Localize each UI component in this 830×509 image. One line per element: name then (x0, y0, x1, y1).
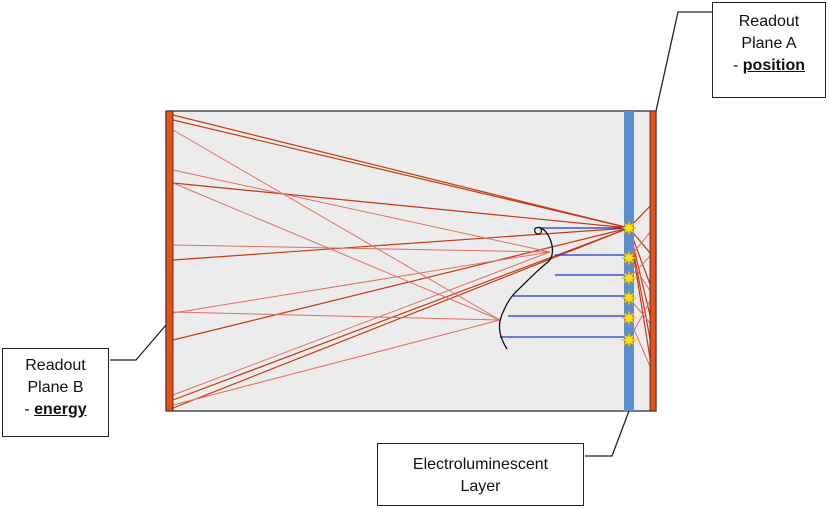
light-ray (172, 182, 630, 229)
label-readout-plane-b: Readout Plane B - energy (2, 348, 109, 437)
flash-mark (620, 309, 638, 327)
light-ray (172, 251, 551, 396)
flash-mark (620, 219, 638, 237)
light-ray (172, 227, 630, 261)
plane-a-line2: Plane A (741, 35, 797, 52)
light-ray (172, 119, 630, 229)
electroluminescence-flashes (620, 219, 638, 349)
plane-b-line1: Readout (25, 357, 86, 374)
label-readout-plane-a: Readout Plane A - position (712, 2, 826, 98)
gas-chamber (165, 110, 657, 412)
particle-track (498, 226, 554, 350)
light-ray (172, 227, 630, 401)
plane-a-line1: Readout (738, 13, 800, 30)
flash-mark (620, 289, 638, 307)
plane-a-prefix: - (733, 57, 743, 74)
readout-plane-a (649, 110, 657, 412)
leader-line-el-layer (585, 410, 630, 457)
leader-line-plane-b (110, 324, 167, 361)
light-ray (172, 311, 501, 321)
el-layer-line2: Layer (460, 478, 501, 495)
light-ray (172, 182, 501, 321)
readout-plane-b (165, 110, 174, 412)
light-ray (172, 169, 551, 253)
flash-mark (620, 331, 638, 349)
plane-b-line2: Plane B (27, 379, 84, 396)
leader-line-plane-a (655, 11, 712, 112)
label-electroluminescent-layer: Electroluminescent Layer (377, 443, 584, 506)
flash-mark (620, 249, 638, 267)
light-ray (172, 319, 501, 406)
light-ray (172, 244, 551, 253)
plane-b-role: energy (34, 401, 87, 418)
el-layer-line1: Electroluminescent (412, 456, 549, 473)
drift-electron-lines (500, 227, 624, 338)
flash-mark (620, 269, 638, 287)
light-ray (172, 227, 630, 341)
plane-a-role: position (742, 57, 805, 74)
plane-b-prefix: - (24, 401, 35, 418)
light-ray (172, 129, 501, 321)
light-ray (172, 251, 551, 314)
light-ray (172, 114, 630, 229)
